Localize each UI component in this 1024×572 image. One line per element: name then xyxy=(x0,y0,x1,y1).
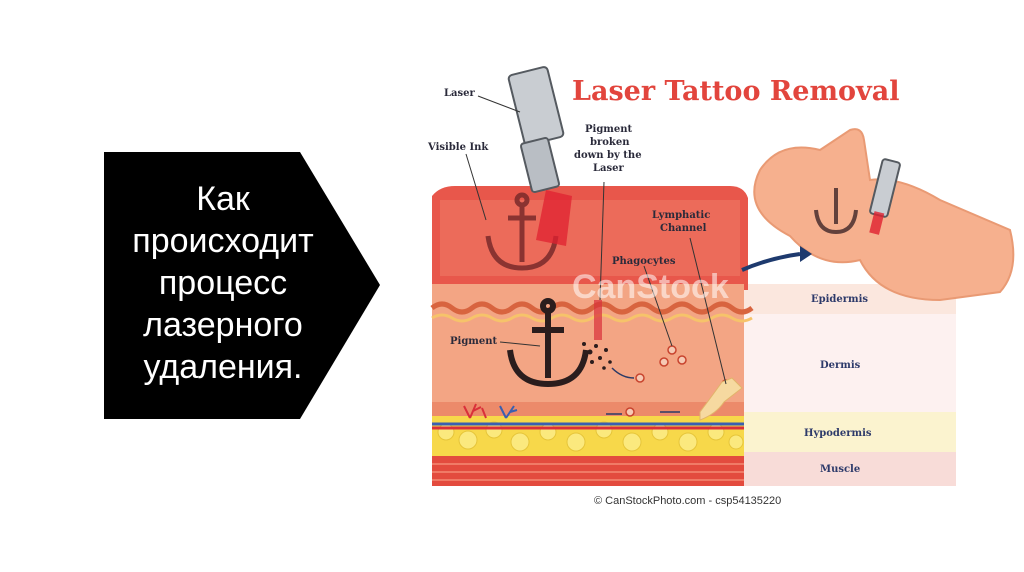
label-lymphatic-channel: Lymphatic Channel xyxy=(652,210,710,234)
label-line: Pigment xyxy=(585,124,633,135)
label-line: down by the xyxy=(574,150,642,161)
visible-tattoo-anchor xyxy=(485,192,559,271)
layer-muscle: Muscle xyxy=(820,464,860,475)
pigment-anchor xyxy=(507,298,589,388)
label-laser: Laser xyxy=(444,88,476,99)
label-line: broken xyxy=(590,137,630,148)
label-line: Laser xyxy=(593,163,625,174)
callout-line: происходит xyxy=(132,222,314,260)
label-phagocytes: Phagocytes xyxy=(612,256,676,267)
image-credit: © CanStockPhoto.com - csp54135220 xyxy=(594,495,781,507)
hypodermis-band xyxy=(744,412,956,452)
label-pigment-broken: Pigment broken down by the Laser xyxy=(574,124,642,174)
callout-line: процесс xyxy=(158,264,288,302)
layer-dermis: Dermis xyxy=(820,360,861,371)
callout-line: лазерного xyxy=(143,306,303,344)
fat-layer xyxy=(432,416,744,456)
label-line: Lymphatic xyxy=(652,210,710,221)
callout-text: Как происходит процесс лазерного удалени… xyxy=(108,178,338,388)
layer-hypodermis: Hypodermis xyxy=(804,428,872,439)
laser-device xyxy=(507,66,572,246)
lymphatic-channel xyxy=(699,377,743,421)
diagram-title: Laser Tattoo Removal xyxy=(572,76,899,107)
layer-epidermis: Epidermis xyxy=(811,294,868,305)
hand-illustration xyxy=(753,128,1015,302)
callout-line: удаления. xyxy=(143,348,303,386)
watermark: CanStock xyxy=(572,268,729,306)
callout-line: Как xyxy=(196,180,250,218)
label-visible-ink: Visible Ink xyxy=(427,142,489,153)
muscle-band xyxy=(744,452,956,486)
dermis-band xyxy=(744,314,956,412)
label-pigment: Pigment xyxy=(450,336,498,347)
laser-beam xyxy=(536,190,572,246)
label-line: Channel xyxy=(660,223,707,234)
